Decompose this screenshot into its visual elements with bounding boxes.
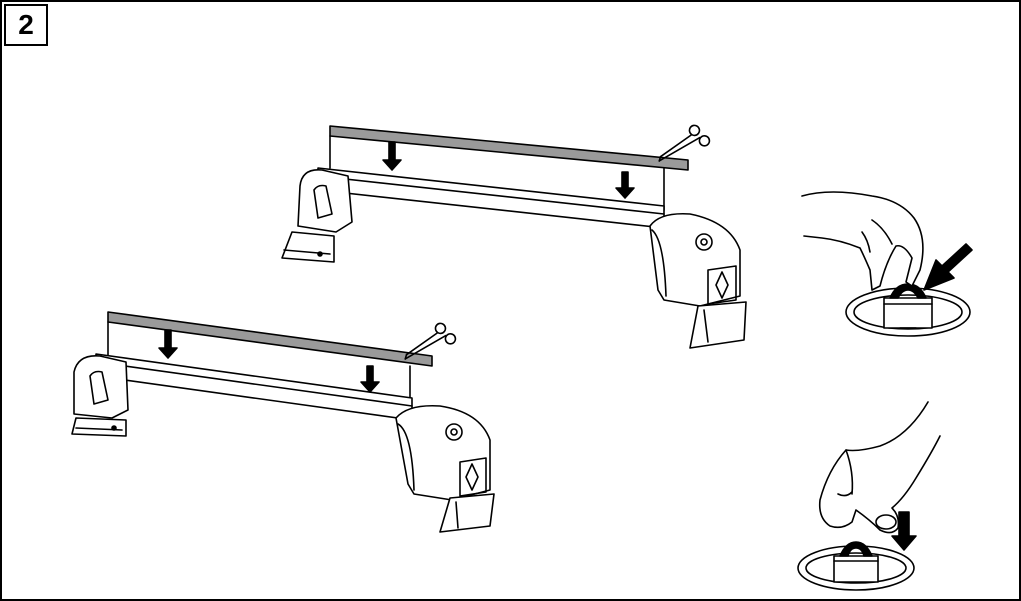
rubber-clip	[839, 541, 873, 557]
lower-left-foot	[71, 355, 129, 437]
upper-right-foot	[649, 212, 747, 349]
upper-left-foot	[281, 169, 353, 263]
down-arrow-icon	[158, 329, 178, 359]
down-arrow-icon	[891, 511, 917, 551]
bar-profile-cross-section	[797, 545, 915, 591]
hand-illustration	[818, 401, 941, 534]
upper-roof-bar-illustration	[281, 122, 747, 349]
down-arrow-icon	[615, 171, 635, 199]
diagonal-arrow-icon	[923, 243, 973, 291]
hand-illustration	[801, 191, 924, 291]
lock-icon	[695, 233, 713, 251]
upper-bar-body	[317, 167, 665, 229]
renault-logo-icon	[715, 271, 729, 299]
down-arrow-icon	[360, 365, 380, 393]
rubber-clip	[889, 283, 927, 299]
step-number: 2	[18, 9, 34, 40]
scissors-icon	[653, 122, 713, 162]
detail-clip-insertion	[801, 191, 973, 337]
upper-trim-strip	[329, 125, 689, 211]
lower-roof-bar-illustration	[71, 311, 495, 533]
step-number-badge: 2	[4, 4, 48, 46]
lock-icon	[445, 423, 463, 441]
detail-clip-press	[797, 401, 941, 591]
lower-trim-strip	[107, 311, 433, 405]
down-arrow-icon	[382, 141, 402, 171]
scissors-icon	[399, 320, 459, 360]
bar-profile-cross-section	[845, 287, 971, 337]
renault-logo-icon	[465, 463, 479, 491]
lower-right-foot	[395, 404, 495, 533]
